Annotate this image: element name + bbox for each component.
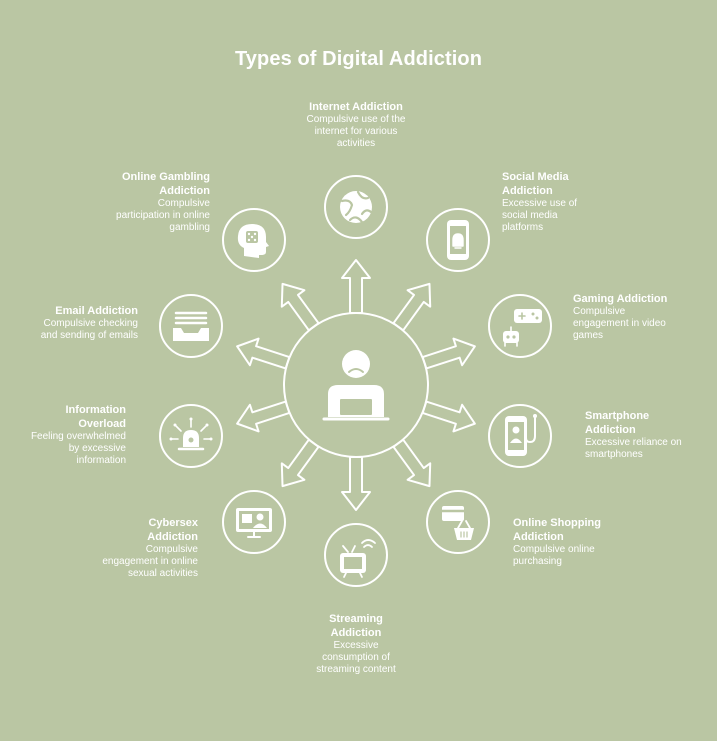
item-description: Compulsive use of the internet for vario…: [306, 114, 406, 149]
diagram-title: Types of Digital Addiction: [234, 48, 483, 70]
label-gaming-addiction: Gaming Addiction Compulsive engagement i…: [573, 292, 713, 342]
label-cybersex-addiction: Cybersex Addiction Compulsive engagement…: [68, 516, 198, 580]
item-title: Online Gambling Addiction: [121, 171, 210, 197]
item-description: Excessive consumption of streaming conte…: [316, 640, 396, 675]
item-description: Feeling overwhelmed by excessive informa…: [30, 431, 126, 466]
label-online-gambling-addiction: Online Gambling Addiction Compulsive par…: [70, 170, 210, 234]
item-description: Compulsive engagement in online sexual a…: [102, 544, 198, 579]
streaming-circle: [324, 523, 388, 587]
tv-broadcast-icon: [340, 539, 376, 578]
item-title: Smartphone Addiction: [585, 410, 650, 436]
item-description: Compulsive online purchasing: [513, 544, 595, 567]
item-title: Internet Addiction: [309, 101, 403, 113]
monitor-person-icon: [236, 508, 272, 538]
arrow: [236, 337, 291, 370]
globe-icon: [340, 190, 373, 224]
item-title: Online Shopping Addiction: [513, 517, 601, 543]
arrow: [236, 400, 291, 433]
label-smartphone-addiction: Smartphone Addiction Excessive reliance …: [585, 409, 715, 461]
item-title: Information Overload: [65, 404, 127, 430]
item-title: Social Media Addiction: [502, 171, 569, 197]
item-title: Streaming Addiction: [329, 613, 383, 639]
gaming-circle: [488, 294, 552, 358]
arrow: [421, 400, 476, 433]
arrow: [421, 337, 476, 370]
item-description: Compulsive participation in online gambl…: [116, 198, 210, 233]
arrow: [280, 282, 320, 332]
item-description: Compulsive checking and sending of email…: [40, 318, 138, 341]
arrow: [341, 259, 371, 314]
item-title: Cybersex Addiction: [147, 517, 198, 543]
cybersex-circle: [222, 490, 286, 554]
label-streaming-addiction: Streaming Addiction Excessive consumptio…: [286, 612, 426, 676]
label-internet-addiction: Internet Addiction Compulsive use of the…: [286, 100, 426, 150]
radiating-arrows: [236, 259, 476, 511]
internet-circle: [324, 175, 388, 239]
item-description: Excessive reliance on smartphones: [585, 437, 682, 460]
online-shopping-circle: [426, 490, 490, 554]
social-media-circle: [426, 208, 490, 272]
arrow: [341, 456, 371, 511]
card-basket-icon: [440, 506, 474, 540]
sad-person-laptop-icon: [322, 350, 390, 421]
item-title: Email Addiction: [55, 305, 138, 317]
item-title: Gaming Addiction: [573, 293, 668, 305]
online-gambling-circle: [222, 208, 286, 272]
head-dice-icon: [237, 224, 269, 258]
phone-hook-icon: [505, 414, 537, 456]
label-email-addiction: Email Addiction Compulsive checking and …: [8, 304, 138, 342]
item-description: Compulsive engagement in video games: [573, 306, 666, 341]
arrow: [280, 438, 320, 488]
label-online-shopping-addiction: Online Shopping Addiction Compulsive onl…: [513, 516, 653, 568]
inbox-tray-icon: [173, 311, 209, 341]
arrow: [392, 438, 432, 488]
phone-notification-icon: [447, 220, 469, 260]
label-social-media-addiction: Social Media Addiction Excessive use of …: [502, 170, 632, 234]
arrow: [392, 282, 432, 332]
item-description: Excessive use of social media platforms: [502, 198, 578, 233]
label-information-overload: Information Overload Feeling overwhelmed…: [6, 403, 126, 467]
information-overload-circle: [159, 404, 223, 468]
alarm-signal-icon: [169, 417, 213, 451]
smartphone-circle: [488, 404, 552, 468]
gamepad-robot-icon: [503, 309, 542, 347]
email-circle: [159, 294, 223, 358]
